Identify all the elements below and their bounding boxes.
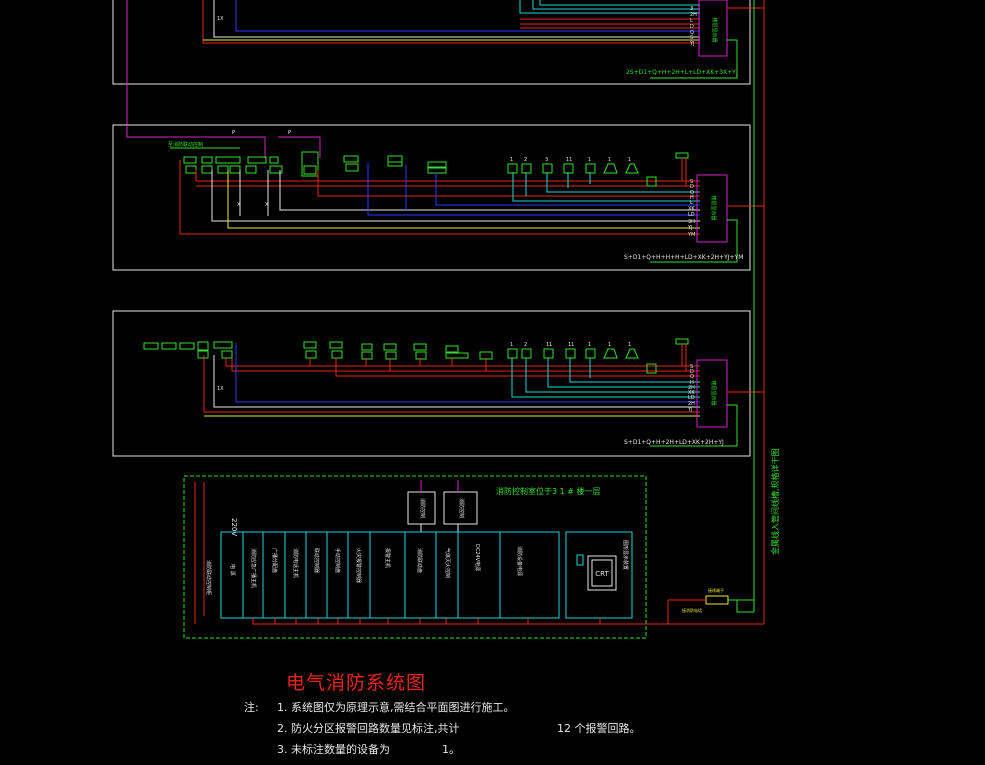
svg-text:接消防电话: 接消防电话 [682,607,702,613]
note-3: 3. 未标注数量的设备为 [277,743,390,756]
svg-text:P: P [288,130,291,136]
svg-text:图形显示装置: 图形显示装置 [622,540,629,570]
formula-mid: S+D1+Q+H+H+H+LD+XK+2H+YJ+YM [624,254,743,261]
svg-text:S: S [690,35,693,41]
svg-text:消防控制: 消防控制 [458,498,465,518]
svg-text:1: 1 [510,342,513,348]
notes-label: 注: [244,701,259,714]
svg-text:消防控制: 消防控制 [419,498,426,518]
svg-text:11: 11 [568,342,574,348]
note-3-extra: 1。 [442,743,460,756]
control-room: 消防控制室位于3 1 # 楼一层 消防控制 消防控制 消防联动控制柜 220V [183,475,668,639]
crt-label: CRT [595,570,609,578]
formula-bot: S+D1+Q+H+2H+LD+XK+2H+YJ [624,439,724,446]
svg-text:LD: LD [688,212,695,218]
panel-middle: P P 至消防联动控制 X X [112,124,764,271]
svg-text:L: L [690,200,693,206]
trunk-label: 金属线入管间线槽,规格详干图 [770,448,780,555]
svg-text:消防电话主机: 消防电话主机 [292,548,299,578]
svg-text:2: 2 [524,342,527,348]
svg-text:消防设备电源: 消防设备电源 [516,546,523,576]
svg-text:3H: 3H [688,219,695,225]
svg-text:楼层显示器: 楼层显示器 [710,195,717,220]
svg-text:2H: 2H [688,401,695,407]
svg-text:报警主机: 报警主机 [384,548,391,568]
svg-text:1: 1 [588,157,591,163]
svg-text:H: H [690,380,694,386]
svg-text:YJ: YJ [687,407,693,413]
svg-text:气体灭火控制: 气体灭火控制 [444,548,451,578]
svg-text:2: 2 [524,157,527,163]
svg-text:1: 1 [510,157,513,163]
svg-text:XK: XK [688,206,695,212]
svg-text:DC24V电源: DC24V电源 [474,544,481,571]
svg-text:1X: 1X [217,386,224,392]
svg-text:Q: Q [690,374,694,380]
svg-text:1: 1 [588,342,591,348]
svg-text:3: 3 [690,6,693,12]
svg-text:D: D [690,24,694,30]
svg-text:D: D [690,184,694,190]
right-trunk: 金属线入管间线槽,规格详干图 接线端子 接消防电话 [667,0,780,625]
svg-text:楼层显示器: 楼层显示器 [710,380,717,405]
svg-text:消防应急广播主机: 消防应急广播主机 [250,548,257,588]
svg-text:3: 3 [545,157,548,163]
svg-text:Q: Q [690,190,694,196]
svg-text:LD: LD [688,395,695,401]
svg-text:H: H [690,195,694,201]
svg-text:1: 1 [608,157,611,163]
svg-text:1: 1 [628,157,631,163]
formula-top: 2S+D1+Q+H+2H+L+LD+XK+3X+YJ [626,69,738,76]
svg-text:消防联动盘: 消防联动盘 [416,548,423,573]
svg-text:广播分配盘: 广播分配盘 [271,548,278,573]
svg-text:手动控制盘: 手动控制盘 [334,548,341,573]
svg-text:消防联动控制柜: 消防联动控制柜 [205,560,212,595]
diagram-title: 电气消防系统图 [286,672,427,694]
svg-text:2H: 2H [690,12,697,18]
svg-text:火灾报警控制器: 火灾报警控制器 [355,548,362,583]
svg-text:YJ: YJ [689,41,695,47]
svg-text:1X: 1X [217,16,224,22]
svg-text:D: D [690,369,694,375]
svg-text:11: 11 [566,157,572,163]
svg-text:至消防联动控制: 至消防联动控制 [168,141,203,148]
svg-text:P: P [232,130,235,136]
voltage-label: 220V [230,518,238,536]
svg-text:联动控制器: 联动控制器 [313,548,320,573]
svg-text:YM: YM [687,232,695,238]
svg-text:Q: Q [690,30,694,36]
note-2: 2. 防火分区报警回路数量见标注,共计 [277,722,460,735]
svg-text:1: 1 [628,342,631,348]
note-1: 1. 系统图仅为原理示意,需结合平面图进行施工。 [277,701,515,714]
svg-text:S: S [690,364,693,370]
svg-text:S: S [690,179,693,185]
svg-text:X: X [265,202,269,208]
note-2-extra: 12 个报警回路。 [557,722,641,735]
svg-text:X: X [237,202,241,208]
control-room-label: 消防控制室位于3 1 # 楼一层 [496,486,601,496]
svg-text:电 源: 电 源 [229,564,236,576]
svg-text:L: L [690,18,693,24]
svg-text:1: 1 [608,342,611,348]
svg-text:11: 11 [546,342,552,348]
svg-text:2H: 2H [688,385,695,391]
svg-text:接线端子: 接线端子 [708,587,724,593]
svg-text:XK: XK [688,390,695,396]
svg-text:楼层显示器: 楼层显示器 [711,17,718,42]
svg-text:YJ: YJ [687,225,693,231]
